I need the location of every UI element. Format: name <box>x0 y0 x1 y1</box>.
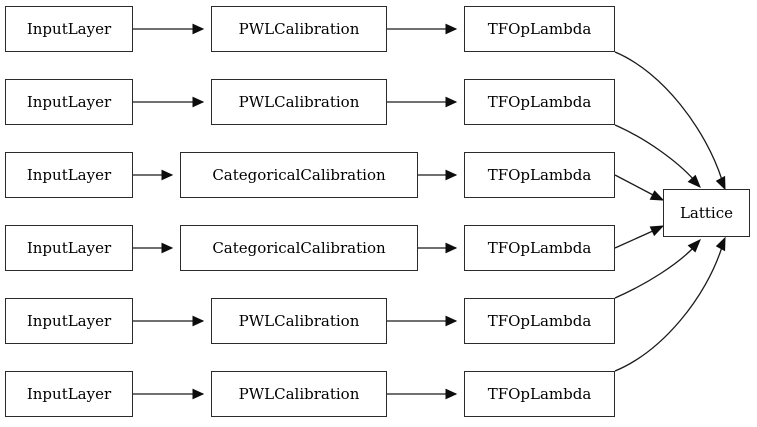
node-label: TFOpLambda <box>487 384 592 403</box>
edge-lambda-to-lattice-4 <box>614 225 665 249</box>
node-tfoplambda-1[interactable]: TFOpLambda <box>464 6 615 52</box>
node-tfoplambda-4[interactable]: TFOpLambda <box>464 225 615 271</box>
node-label: InputLayer <box>26 311 112 330</box>
edge-input-to-calibrator-4 <box>133 242 174 254</box>
node-label: TFOpLambda <box>487 165 592 184</box>
node-label: InputLayer <box>26 92 112 111</box>
node-label: PWLCalibration <box>238 384 360 403</box>
edge-input-to-calibrator-1 <box>133 23 205 35</box>
node-label: InputLayer <box>26 384 112 403</box>
edge-calibrator-to-lambda-3 <box>418 169 458 181</box>
node-input-layer-2[interactable]: InputLayer <box>5 79 133 125</box>
edge-lambda-to-lattice-6 <box>614 236 726 372</box>
node-tfoplambda-3[interactable]: TFOpLambda <box>464 152 615 198</box>
node-label: PWLCalibration <box>238 311 360 330</box>
node-pwl-calibration-1[interactable]: PWLCalibration <box>211 6 387 52</box>
node-categorical-calibration-3[interactable]: CategoricalCalibration <box>180 152 418 198</box>
edge-calibrator-to-lambda-2 <box>387 96 458 108</box>
edge-lambda-to-lattice-3 <box>614 174 665 201</box>
edge-calibrator-to-lambda-5 <box>387 315 458 327</box>
edge-calibrator-to-lambda-4 <box>418 242 458 254</box>
node-tfoplambda-2[interactable]: TFOpLambda <box>464 79 615 125</box>
node-tfoplambda-5[interactable]: TFOpLambda <box>464 298 615 344</box>
node-input-layer-4[interactable]: InputLayer <box>5 225 133 271</box>
node-label: PWLCalibration <box>238 19 360 38</box>
edge-input-to-calibrator-3 <box>133 169 174 181</box>
node-label: TFOpLambda <box>487 311 592 330</box>
node-input-layer-3[interactable]: InputLayer <box>5 152 133 198</box>
edge-input-to-calibrator-2 <box>133 96 205 108</box>
edge-input-to-calibrator-6 <box>133 388 205 400</box>
node-label: InputLayer <box>26 238 112 257</box>
edge-lambda-to-lattice-5 <box>614 238 701 299</box>
node-input-layer-6[interactable]: InputLayer <box>5 371 133 417</box>
node-label: TFOpLambda <box>487 92 592 111</box>
node-label: CategoricalCalibration <box>212 238 386 257</box>
node-label: TFOpLambda <box>487 19 592 38</box>
node-tfoplambda-6[interactable]: TFOpLambda <box>464 371 615 417</box>
node-label: PWLCalibration <box>238 92 360 111</box>
node-label: CategoricalCalibration <box>212 165 386 184</box>
node-input-layer-5[interactable]: InputLayer <box>5 298 133 344</box>
edge-lambda-to-lattice-1 <box>614 51 726 191</box>
node-pwl-calibration-6[interactable]: PWLCalibration <box>211 371 387 417</box>
node-label: TFOpLambda <box>487 238 592 257</box>
node-label: InputLayer <box>26 165 112 184</box>
node-input-layer-1[interactable]: InputLayer <box>5 6 133 52</box>
node-pwl-calibration-5[interactable]: PWLCalibration <box>211 298 387 344</box>
node-categorical-calibration-4[interactable]: CategoricalCalibration <box>180 225 418 271</box>
edge-lambda-to-lattice-2 <box>614 124 701 188</box>
node-label: Lattice <box>679 203 734 222</box>
node-label: InputLayer <box>26 19 112 38</box>
node-lattice[interactable]: Lattice <box>663 189 750 237</box>
node-pwl-calibration-2[interactable]: PWLCalibration <box>211 79 387 125</box>
edge-calibrator-to-lambda-1 <box>387 23 458 35</box>
edge-input-to-calibrator-5 <box>133 315 205 327</box>
edge-calibrator-to-lambda-6 <box>387 388 458 400</box>
